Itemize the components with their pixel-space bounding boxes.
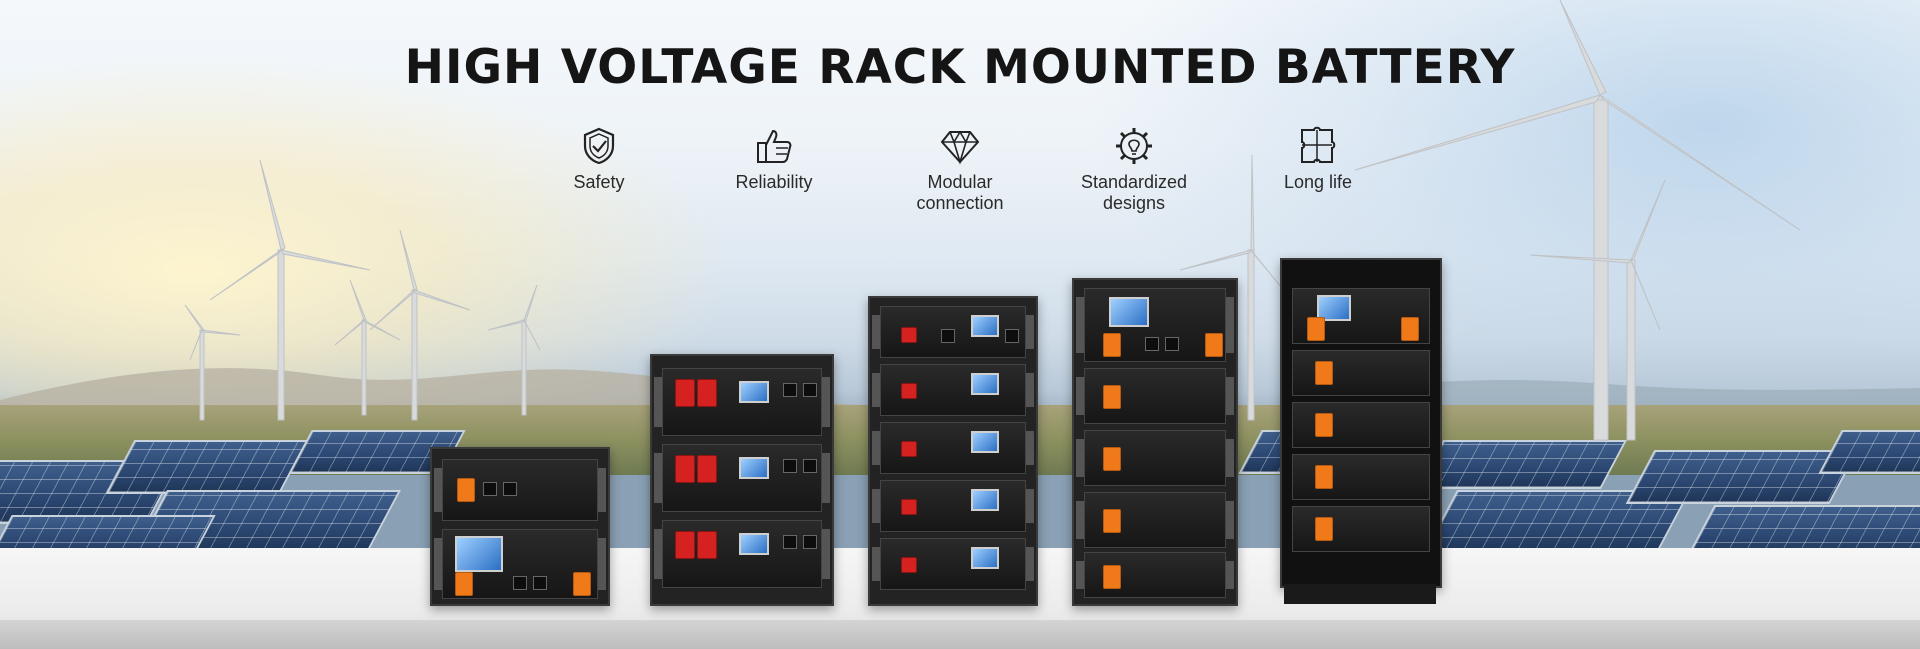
battery-module <box>872 480 1034 532</box>
battery-module <box>434 459 606 521</box>
floor-edge <box>0 620 1920 649</box>
feature-label: Modular connection <box>916 172 1004 213</box>
battery-rack-3-module <box>650 354 834 606</box>
feature-label: Reliability <box>735 172 813 192</box>
battery-module <box>1076 492 1234 548</box>
bms-display <box>455 536 503 572</box>
battery-module <box>1292 454 1430 500</box>
battery-control-module <box>1292 288 1430 344</box>
battery-control-module <box>1076 288 1234 362</box>
feature-label: Safety <box>573 172 625 192</box>
feature-list: Safety Reliability Modular connection <box>0 126 1920 236</box>
feature-modular-connection: Modular connection <box>870 126 1050 214</box>
shield-check-icon <box>583 127 615 165</box>
cabinet-base <box>1284 584 1436 604</box>
battery-rack-5-module <box>868 296 1038 606</box>
puzzle-icon <box>1301 126 1336 163</box>
page-title: HIGH VOLTAGE RACK MOUNTED BATTERY <box>404 40 1516 95</box>
feature-label: Long life <box>1283 172 1353 192</box>
gear-bulb-icon <box>1116 128 1152 164</box>
battery-cabinet <box>1280 258 1442 588</box>
battery-module <box>1076 552 1234 598</box>
feature-reliability: Reliability <box>684 126 864 193</box>
feature-standardized-designs: Standardized designs <box>1044 126 1224 214</box>
battery-control-module <box>434 529 606 599</box>
battery-module <box>654 520 830 588</box>
battery-module <box>872 538 1034 590</box>
battery-module <box>1076 430 1234 486</box>
diamond-icon <box>940 130 980 165</box>
thumbs-up-icon <box>757 129 792 163</box>
feature-safety: Safety <box>509 126 689 193</box>
battery-module <box>872 364 1034 416</box>
battery-module <box>1292 506 1430 552</box>
battery-control-module <box>872 306 1034 358</box>
battery-module <box>872 422 1034 474</box>
battery-module <box>1292 402 1430 448</box>
battery-rack-2-module <box>430 447 610 606</box>
battery-module <box>1076 368 1234 424</box>
feature-label: Standardized designs <box>1080 172 1188 213</box>
battery-module <box>654 368 830 436</box>
battery-rack-5-module-orange <box>1072 278 1238 606</box>
battery-module <box>1292 350 1430 396</box>
feature-long-life: Long life <box>1228 126 1408 193</box>
battery-module <box>654 444 830 512</box>
